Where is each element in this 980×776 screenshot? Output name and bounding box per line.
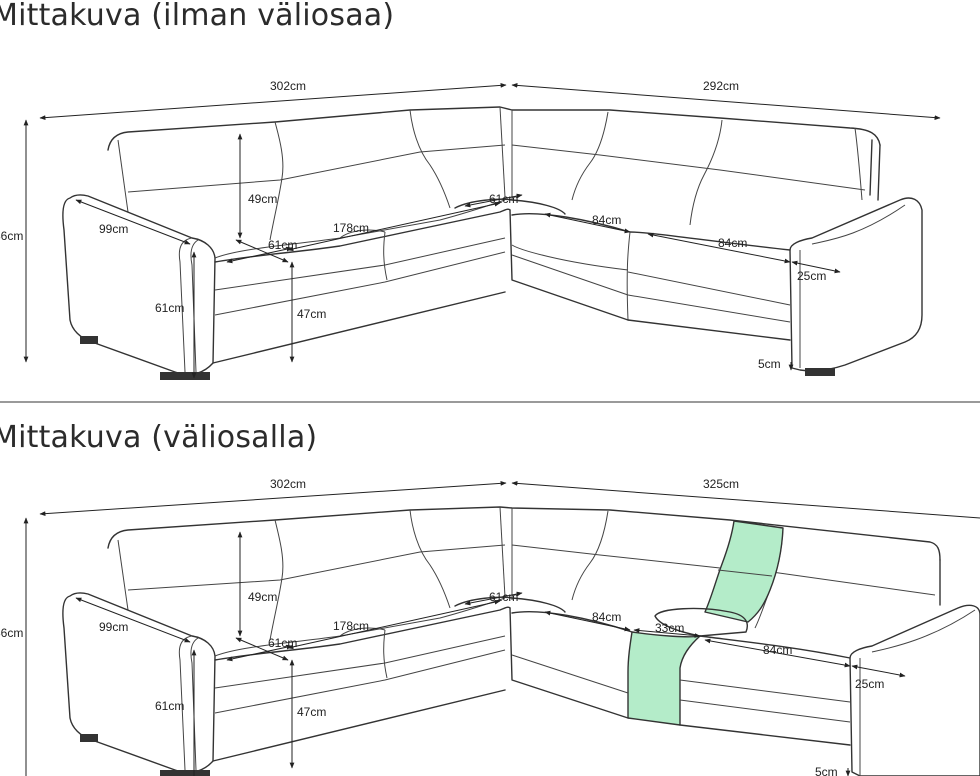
label-seat-length: 178cm (333, 221, 369, 235)
label-leg-height: 5cm (815, 765, 838, 776)
sofa-dimension-drawing-with-middle: 302cm 325cm 86cm 49cm 178cm 61cm 61cm 99… (0, 477, 980, 776)
label-height: 86cm (0, 229, 23, 243)
dimension-lines (23, 82, 941, 379)
label-seat-width-2: 84cm (763, 643, 792, 657)
label-seat-width-1: 84cm (592, 213, 621, 227)
label-seat-height: 47cm (297, 307, 326, 321)
section-divider (0, 401, 980, 403)
label-seat-length: 178cm (333, 619, 369, 633)
label-arm-depth: 99cm (99, 620, 128, 634)
label-seat-depth: 61cm (268, 636, 297, 650)
sofa-foot (80, 734, 98, 742)
sofa-foot (160, 372, 210, 380)
dimension-labels: 302cm 292cm 86cm 49cm 178cm 61cm 61cm 99… (0, 79, 826, 371)
label-back-height: 49cm (248, 192, 277, 206)
label-width-left: 302cm (270, 79, 306, 93)
label-seat-height: 47cm (297, 705, 326, 719)
sofa-outline (62, 506, 980, 776)
sofa-dimension-drawing-without-middle: 302cm 292cm 86cm 49cm 178cm 61cm 61cm 99… (0, 79, 941, 380)
label-arm-height: 61cm (155, 301, 184, 315)
label-corner-depth: 61cm (489, 192, 518, 206)
label-middle-width: 33cm (655, 621, 684, 635)
sofa-foot (80, 336, 98, 344)
label-arm-width: 25cm (797, 269, 826, 283)
label-seat-width-1: 84cm (592, 610, 621, 624)
label-width-right: 325cm (703, 477, 739, 491)
label-arm-width: 25cm (855, 677, 884, 691)
sofa-foot (805, 368, 835, 376)
label-arm-height: 61cm (155, 699, 184, 713)
middle-section-front (627, 631, 701, 726)
label-arm-depth: 99cm (99, 222, 128, 236)
label-height: 86cm (0, 626, 23, 640)
label-corner-depth: 61cm (489, 590, 518, 604)
heading-with-middle-part: Mittakuva (väliosalla) (0, 420, 318, 455)
label-seat-depth: 61cm (268, 238, 297, 252)
label-leg-height: 5cm (758, 357, 781, 371)
dimension-lines (23, 480, 980, 776)
label-seat-width-2: 84cm (718, 236, 747, 250)
sofa-foot (160, 770, 210, 776)
label-width-right: 292cm (703, 79, 739, 93)
sofa-outline (62, 106, 923, 380)
middle-section-backrest (704, 520, 784, 623)
heading-without-middle-part: Mittakuva (ilman väliosaa) (0, 0, 395, 33)
label-width-left: 302cm (270, 477, 306, 491)
dimension-labels: 302cm 325cm 86cm 49cm 178cm 61cm 61cm 99… (0, 477, 884, 776)
label-back-height: 49cm (248, 590, 277, 604)
